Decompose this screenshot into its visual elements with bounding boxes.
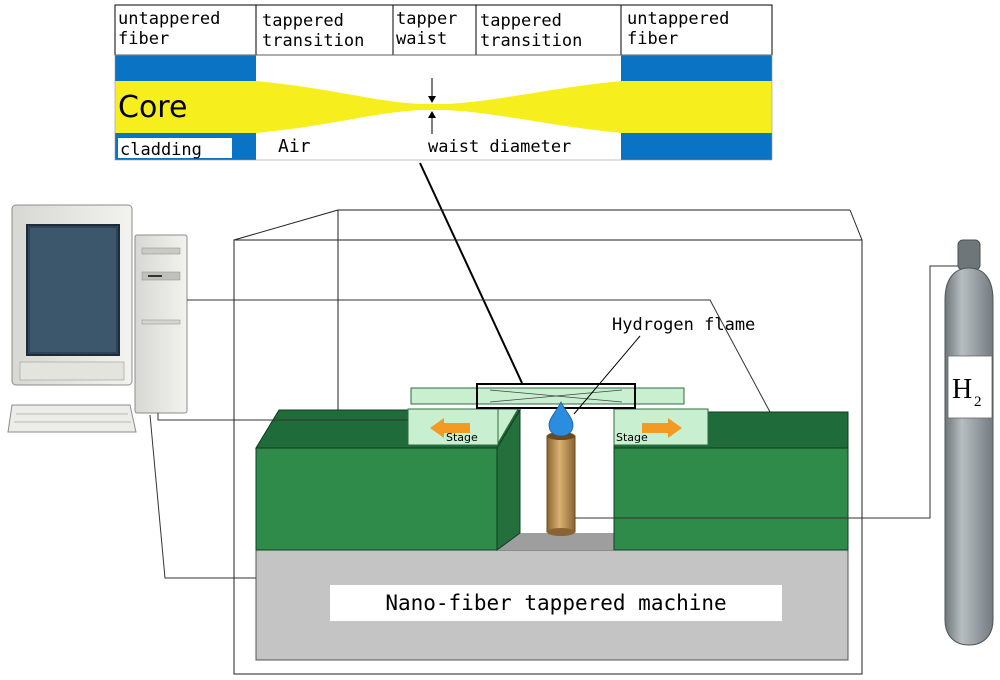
gas-supply-line <box>575 265 958 519</box>
header-untappered-left: untappered fiber <box>118 9 231 49</box>
left-block-front <box>255 447 498 551</box>
stage-right-arrow <box>642 418 682 438</box>
header-transition-right: tappered transition <box>480 11 582 51</box>
fiber-holder <box>410 383 685 409</box>
zoom-connector-line <box>419 162 523 384</box>
cladding-lower-right <box>621 133 772 160</box>
cladding-upper-right <box>621 55 772 81</box>
center-slot-floor <box>497 533 614 550</box>
hydrogen-cylinder: H 2 <box>944 239 994 646</box>
enclosure-box <box>233 209 863 675</box>
header-waist: tapper waist <box>396 9 468 49</box>
waist-diameter-label: waist diameter <box>428 137 571 157</box>
cladding-label-bg <box>118 138 232 158</box>
flame-icon <box>548 401 574 437</box>
header-transition-left: tappered transition <box>262 11 364 51</box>
zoom-region-box <box>476 383 636 409</box>
cylinder-label-h: H <box>952 374 972 405</box>
core-region <box>115 81 772 133</box>
hydrogen-torch <box>546 432 576 536</box>
left-block-side <box>496 408 521 551</box>
cladding-upper-left <box>115 55 256 81</box>
header-untappered-right: untappered fiber <box>627 9 740 49</box>
cylinder-label-subscript: 2 <box>974 394 982 410</box>
stage-left: Stage <box>407 408 519 446</box>
cladding-label: cladding <box>120 140 202 160</box>
computer-cables <box>149 299 771 579</box>
stage-left-arrow <box>430 418 470 438</box>
core-label: Core <box>118 90 187 125</box>
cylinder-label-bg <box>947 355 993 419</box>
flame-label: Hydrogen flame <box>612 315 755 335</box>
machine-label: Nano-fiber tappered machine <box>385 591 726 615</box>
right-block-front <box>613 447 849 551</box>
waist-arrows <box>428 78 436 134</box>
air-label: Air <box>278 136 311 157</box>
computer-icon <box>7 204 188 433</box>
fiber-profile: untappered fiber tappered transition tap… <box>114 4 773 161</box>
stage-right: Stage <box>613 408 709 446</box>
header-row <box>114 4 773 56</box>
stage-left-label: Stage <box>446 431 478 444</box>
machine-label-bg <box>330 585 782 621</box>
flame-leader-line <box>573 335 641 415</box>
stage-right-label: Stage <box>616 431 648 444</box>
